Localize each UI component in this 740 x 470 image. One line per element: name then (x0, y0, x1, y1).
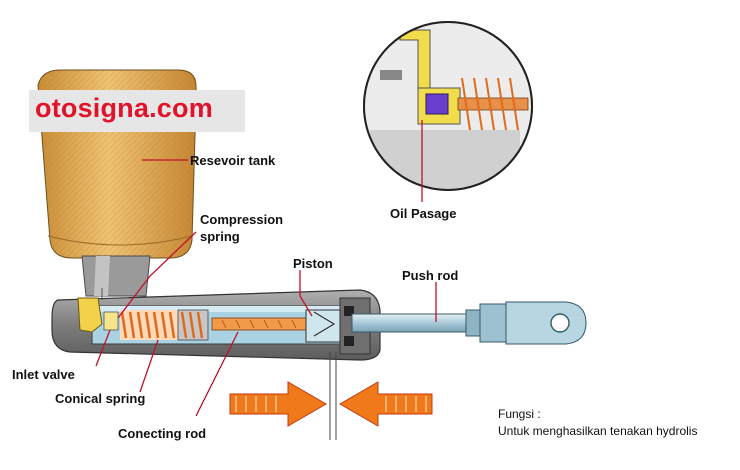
label-piston: Piston (293, 256, 333, 271)
leader-lines (95, 120, 437, 417)
label-push-rod: Push rod (402, 268, 459, 283)
force-arrow-right (339, 381, 433, 427)
piston (305, 309, 341, 343)
label-oil-passage: Oil Pasage (390, 206, 457, 221)
label-conical-spring: Conical spring (55, 391, 146, 406)
inlet-valve (77, 297, 119, 333)
note-title: Fungsi : (498, 407, 541, 421)
watermark-banner: otosigna.com (29, 90, 245, 132)
label-compression-spring-1: Compression (200, 212, 284, 227)
tank-neck (81, 255, 151, 297)
label-compression-spring-2: spring (200, 229, 240, 244)
watermark-text: otosigna.com (35, 93, 213, 123)
label-reservoir-tank: Resevoir tank (190, 153, 276, 168)
connecting-rod (211, 317, 313, 331)
conical-spring (120, 309, 209, 341)
force-arrow-left (229, 381, 327, 427)
push-rod (351, 301, 587, 345)
label-inlet-valve: Inlet valve (12, 367, 75, 382)
oil-passage-detail (363, 21, 533, 191)
note-body: Untuk menghasilkan tenakan hydrolis (498, 424, 698, 438)
label-connecting-rod: Conecting rod (118, 426, 207, 441)
